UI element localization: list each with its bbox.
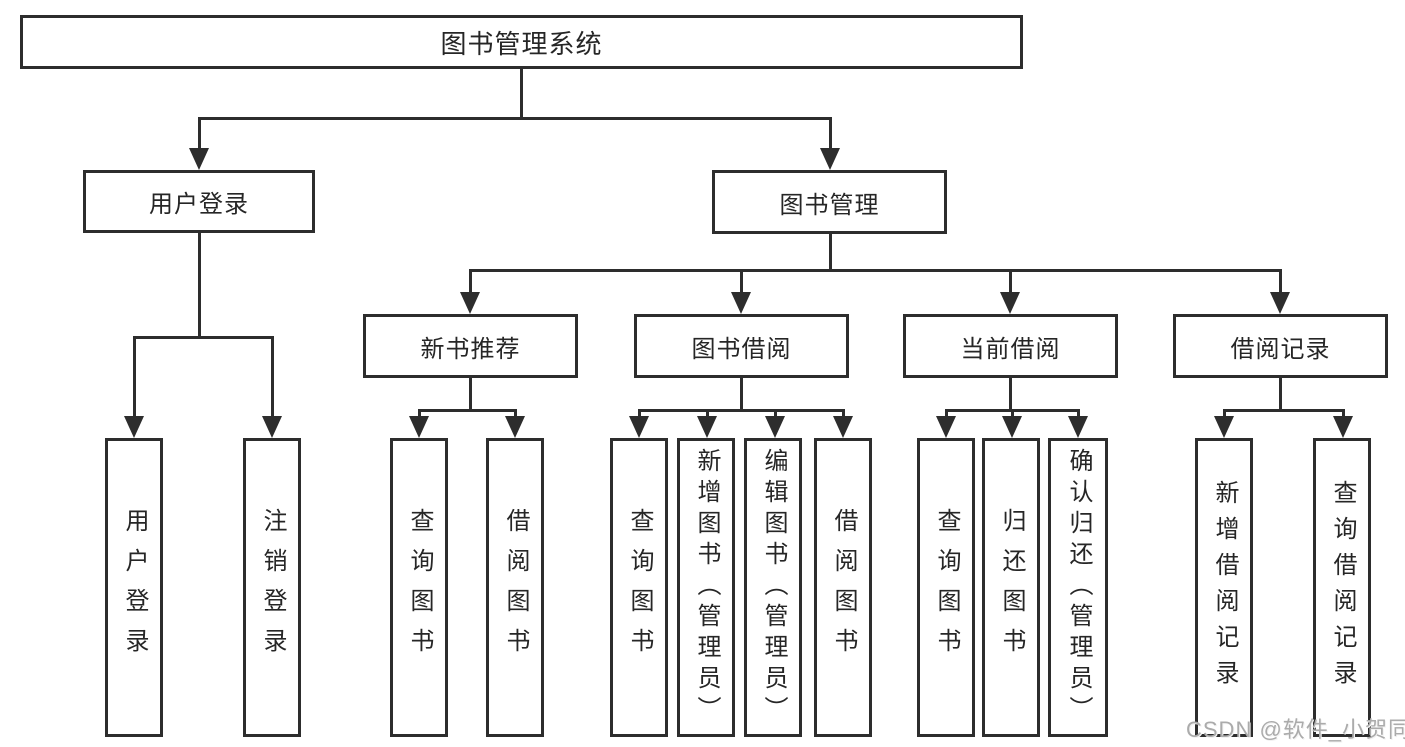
connector-arrow-stem <box>1076 410 1080 418</box>
connector-arrowhead-icon <box>262 416 282 438</box>
connector-arrowhead-icon <box>460 292 480 314</box>
leaf-records-add-record: 新增借阅记录 <box>1195 438 1253 737</box>
leaf-logout: 注销登录 <box>243 438 301 737</box>
connector-arrow-stem <box>739 270 743 294</box>
connector-arrowhead-icon <box>1214 416 1234 438</box>
connector-arrow-stem <box>513 410 517 418</box>
leaf-recommend-query-books: 查询图书 <box>390 438 448 737</box>
connector-arrowhead-icon <box>833 416 853 438</box>
connector-vline <box>739 378 743 410</box>
connector-arrowhead-icon <box>1068 416 1088 438</box>
connector-arrowhead-icon <box>1333 416 1353 438</box>
connector-hline <box>132 335 274 339</box>
node-user-login-branch: 用户登录 <box>83 170 315 233</box>
leaf-current-return-books: 归还图书 <box>982 438 1040 737</box>
connector-arrow-stem <box>132 337 136 418</box>
connector-arrowhead-icon <box>697 416 717 438</box>
connector-vline <box>519 69 523 118</box>
connector-hline <box>468 268 1282 272</box>
connector-vline <box>1278 378 1282 410</box>
leaf-user-login: 用户登录 <box>105 438 163 737</box>
connector-arrow-stem <box>417 410 421 418</box>
connector-arrowhead-icon <box>505 416 525 438</box>
leaf-borrow-borrow-books: 借阅图书 <box>814 438 872 737</box>
connector-vline <box>1008 378 1012 410</box>
node-new-book-recommend: 新书推荐 <box>363 314 578 378</box>
connector-arrowhead-icon <box>629 416 649 438</box>
connector-arrowhead-icon <box>409 416 429 438</box>
connector-arrow-stem <box>1278 270 1282 294</box>
connector-arrow-stem <box>705 410 709 418</box>
node-current-borrowing: 当前借阅 <box>903 314 1118 378</box>
connector-vline <box>197 233 201 337</box>
connector-arrow-stem <box>828 118 832 150</box>
connector-hline <box>637 408 845 412</box>
connector-arrow-stem <box>1222 410 1226 418</box>
connector-hline <box>1222 408 1345 412</box>
connector-arrow-stem <box>270 337 274 418</box>
connector-arrowhead-icon <box>1000 292 1020 314</box>
connector-arrow-stem <box>773 410 777 418</box>
connector-arrow-stem <box>1008 270 1012 294</box>
node-root-system: 图书管理系统 <box>20 15 1023 69</box>
connector-arrowhead-icon <box>731 292 751 314</box>
watermark-text: CSDN @软件_小贺同学 <box>1186 717 1405 742</box>
leaf-recommend-borrow-books: 借阅图书 <box>486 438 544 737</box>
node-borrowing-records: 借阅记录 <box>1173 314 1388 378</box>
connector-arrowhead-icon <box>820 148 840 170</box>
connector-arrowhead-icon <box>1270 292 1290 314</box>
leaf-records-query-record: 查询借阅记录 <box>1313 438 1371 737</box>
leaf-borrow-query-books: 查询图书 <box>610 438 668 737</box>
connector-arrowhead-icon <box>124 416 144 438</box>
connector-arrow-stem <box>1010 410 1014 418</box>
node-book-borrowing: 图书借阅 <box>634 314 849 378</box>
connector-arrow-stem <box>637 410 641 418</box>
connector-vline <box>828 234 832 270</box>
connector-arrowhead-icon <box>189 148 209 170</box>
connector-arrowhead-icon <box>936 416 956 438</box>
leaf-borrow-edit-books-admin: 编辑图书（管理员） <box>744 438 802 737</box>
connector-arrow-stem <box>468 270 472 294</box>
connector-arrow-stem <box>1341 410 1345 418</box>
leaf-borrow-add-books-admin: 新增图书（管理员） <box>677 438 735 737</box>
connector-vline <box>468 378 472 410</box>
connector-hline <box>197 116 832 120</box>
connector-arrow-stem <box>197 118 201 150</box>
connector-hline <box>417 408 517 412</box>
leaf-current-query-books: 查询图书 <box>917 438 975 737</box>
connector-arrow-stem <box>841 410 845 418</box>
connector-arrowhead-icon <box>1002 416 1022 438</box>
connector-arrowhead-icon <box>765 416 785 438</box>
node-book-management-branch: 图书管理 <box>712 170 947 234</box>
leaf-current-confirm-return-admin: 确认归还（管理员） <box>1048 438 1108 737</box>
connector-arrow-stem <box>944 410 948 418</box>
